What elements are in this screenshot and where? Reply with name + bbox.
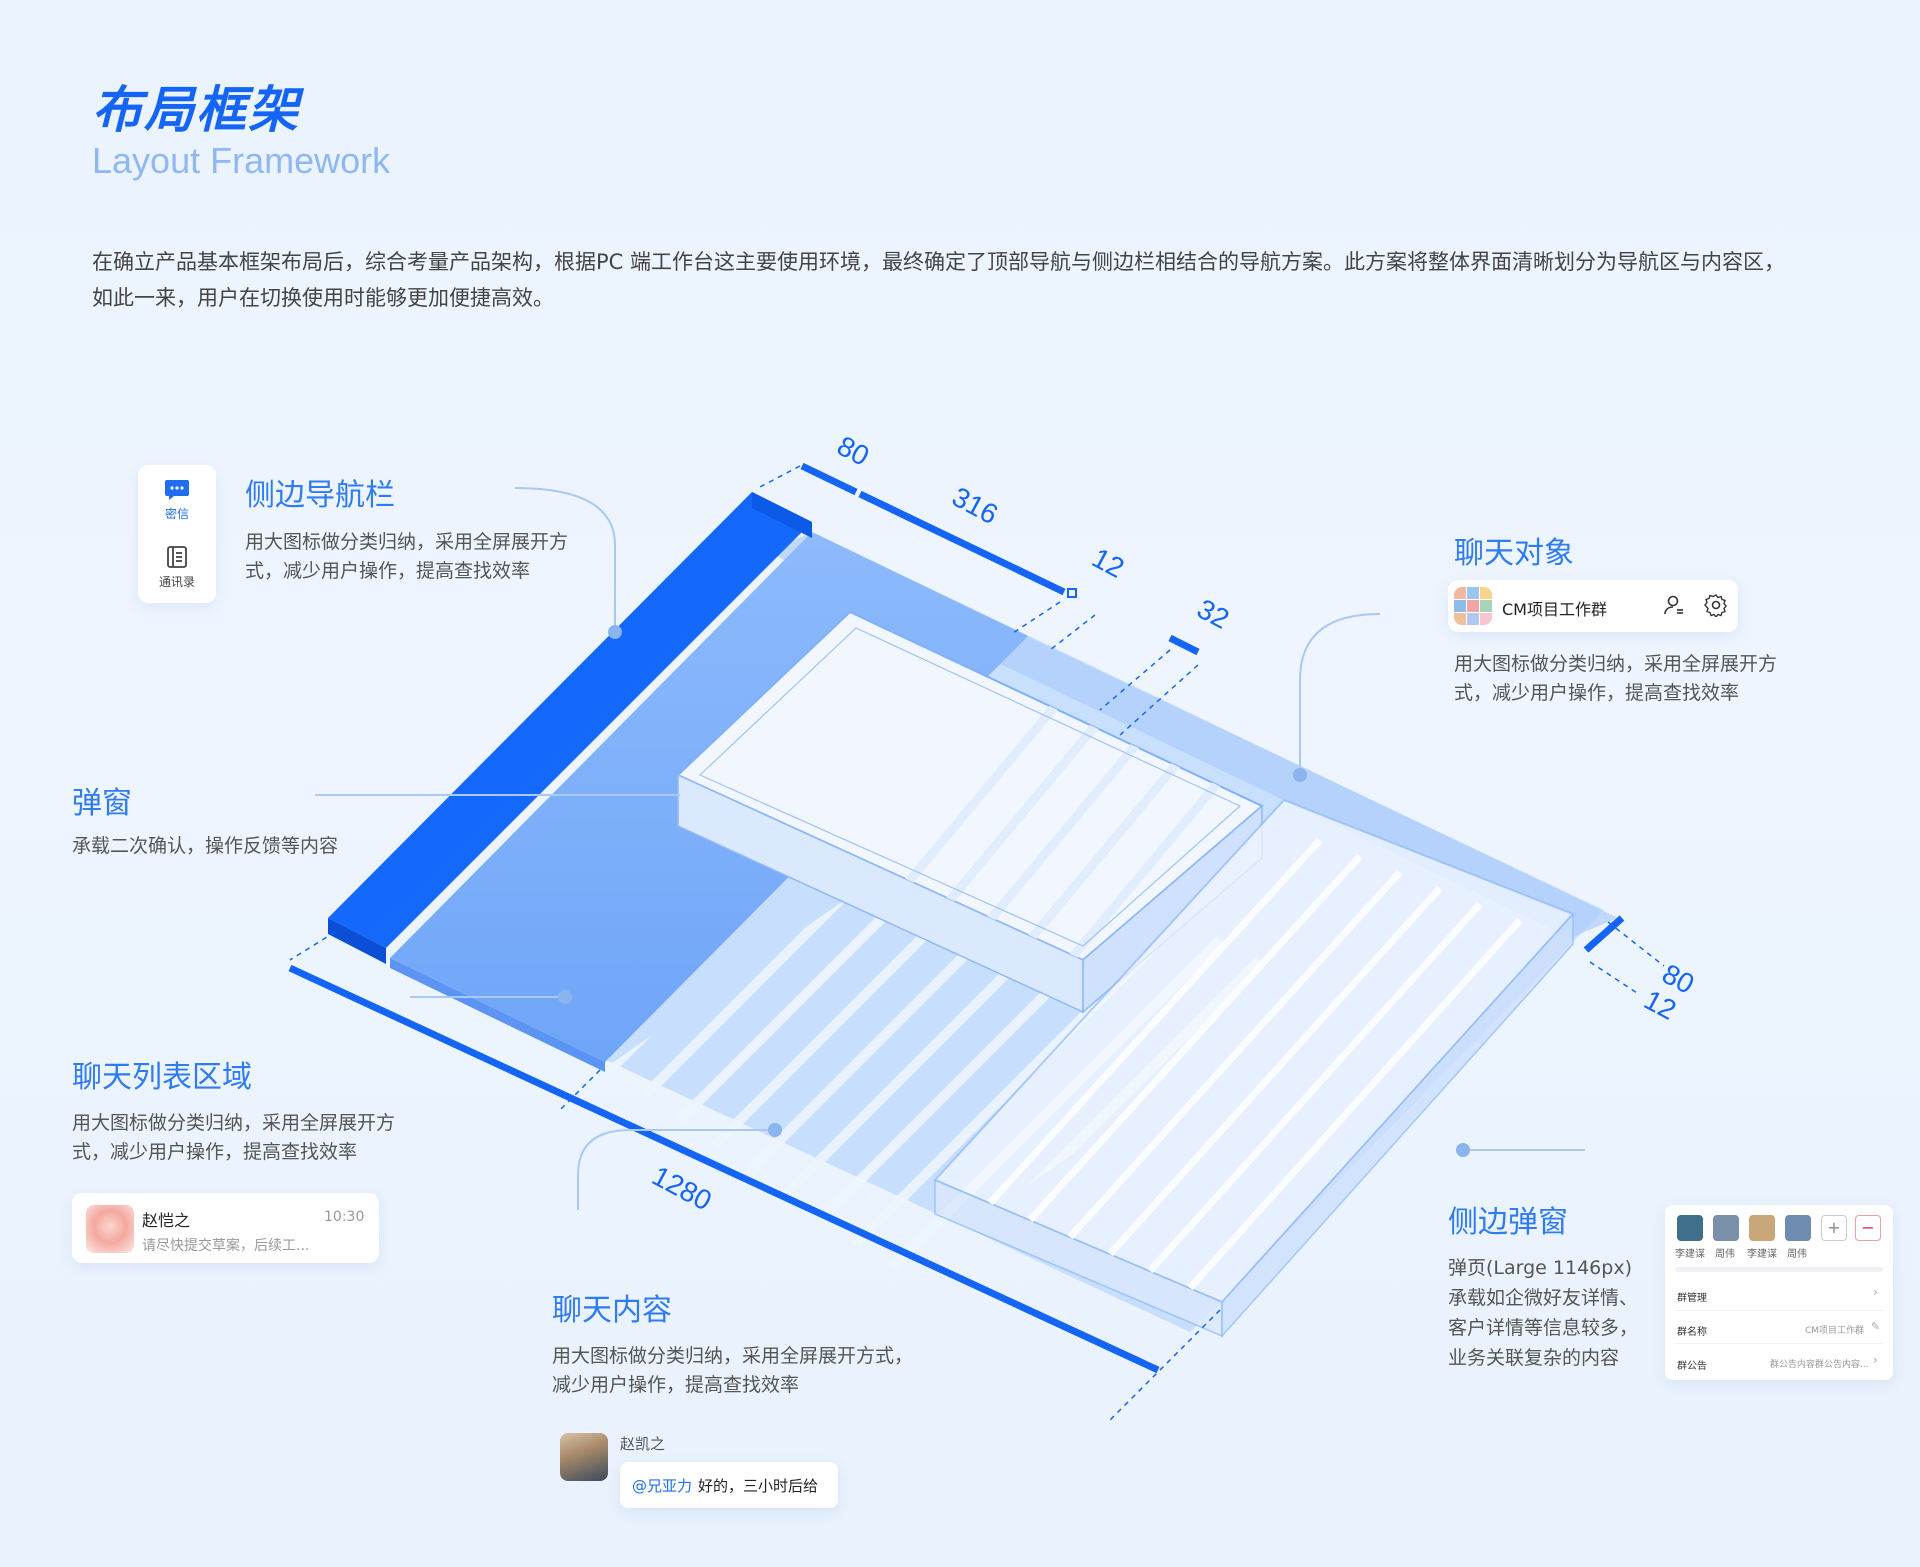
modal-desc: 承载二次确认，操作反馈等内容 (72, 832, 338, 861)
chattarget-desc-line1: 用大图标做分类归纳，采用全屏展开方 (1454, 650, 1777, 679)
row-label: 群管理 (1677, 1289, 1707, 1304)
group-name: CM项目工作群 (1502, 596, 1607, 620)
member-avatar (1749, 1215, 1775, 1241)
nav-item-messages[interactable]: 密信 (138, 479, 216, 522)
avatar (560, 1433, 608, 1481)
divider (1675, 1267, 1883, 1272)
contacts-book-icon (165, 545, 189, 569)
sidenav-title: 侧边导航栏 (245, 470, 395, 514)
chatcontent-desc-line1: 用大图标做分类归纳，采用全屏展开方式， (552, 1342, 913, 1371)
connector-chattarget (1300, 614, 1380, 775)
row-label: 群名称 (1677, 1323, 1707, 1338)
dim-label-12-top: 12 (1087, 542, 1129, 584)
nav-label-contacts: 通讯录 (159, 573, 195, 590)
dim-label-316: 316 (947, 481, 1003, 530)
message-bubble[interactable]: @兄亚力 好的，三小时后给 (620, 1462, 838, 1508)
chat-list-item-card[interactable]: 赵恺之 10:30 请尽快提交草案，后续工... (72, 1193, 379, 1263)
member-name: 李建谋 (1675, 1245, 1705, 1260)
row-value: 群公告内容群公告内容... (1770, 1357, 1869, 1370)
divider (1675, 1343, 1883, 1344)
edit-icon[interactable]: ✎ (1871, 1320, 1880, 1333)
chatlist-title: 聊天列表区域 (72, 1052, 252, 1096)
chat-item-time: 10:30 (324, 1209, 364, 1225)
dim-label-1280: 1280 (647, 1160, 717, 1217)
sidedrawer-desc-line3: 客户详情等信息较多， (1448, 1314, 1638, 1343)
avatar (86, 1205, 134, 1253)
member-avatar (1677, 1215, 1703, 1241)
sidedrawer-desc-line1: 弹页(Large 1146px) (1448, 1254, 1632, 1283)
dim-line-12-top (1068, 589, 1076, 597)
nav-label-messages: 密信 (165, 505, 189, 522)
chevron-right-icon[interactable]: › (1873, 1353, 1878, 1367)
chatlist-desc-line2: 式，减少用户操作，提高查找效率 (72, 1138, 357, 1167)
group-avatar (1454, 587, 1492, 625)
nav-item-contacts[interactable]: 通讯录 (138, 545, 216, 590)
chattarget-desc-line2: 式，减少用户操作，提高查找效率 (1454, 679, 1739, 708)
chevron-right-icon[interactable]: › (1873, 1285, 1878, 1299)
chattarget-title: 聊天对象 (1454, 528, 1574, 572)
gear-icon[interactable] (1704, 593, 1728, 617)
row-value: CM项目工作群 (1805, 1323, 1864, 1336)
sidedrawer-desc-line2: 承载如企微好友详情、 (1448, 1284, 1638, 1313)
chat-header-card: CM项目工作群 (1448, 580, 1738, 632)
sidenav-desc-line2: 式，减少用户操作，提高查找效率 (245, 557, 530, 586)
member-avatar (1713, 1215, 1739, 1241)
chatcontent-title: 聊天内容 (552, 1285, 672, 1329)
chatcontent-desc-line2: 减少用户操作，提高查找效率 (552, 1371, 799, 1400)
sidenav-preview-card: 密信 通讯录 (138, 465, 216, 603)
chat-item-preview: 请尽快提交草案，后续工... (142, 1235, 309, 1255)
row-label: 群公告 (1677, 1357, 1707, 1372)
divider (1675, 1310, 1883, 1311)
member-avatar (1785, 1215, 1811, 1241)
member-name: 周伟 (1787, 1245, 1807, 1260)
modal-title: 弹窗 (72, 778, 132, 822)
add-member-icon[interactable]: + (1821, 1215, 1847, 1241)
message-text: 好的，三小时后给 (698, 1475, 818, 1496)
dim-line-80-top (802, 466, 856, 492)
member-name: 周伟 (1715, 1245, 1735, 1260)
dim-label-80-top: 80 (832, 430, 874, 472)
sidedrawer-desc-line4: 业务关联复杂的内容 (1448, 1344, 1619, 1373)
chat-bubble-icon (164, 479, 190, 501)
message-mention[interactable]: @兄亚力 (632, 1475, 692, 1496)
chatlist-desc-line1: 用大图标做分类归纳，采用全屏展开方 (72, 1109, 395, 1138)
sidedrawer-title: 侧边弹窗 (1448, 1197, 1568, 1241)
sidenav-desc-line1: 用大图标做分类归纳，采用全屏展开方 (245, 528, 568, 557)
member-name: 李建谋 (1747, 1245, 1777, 1260)
chat-item-name: 赵恺之 (142, 1207, 190, 1231)
dim-label-32: 32 (1192, 593, 1234, 635)
member-icon[interactable] (1662, 593, 1686, 617)
message-sender: 赵凯之 (620, 1433, 665, 1454)
side-drawer-preview: 李建谋 周伟 李建谋 周伟 + − 群管理 › 群名称 CM项目工作群 ✎ 群公… (1665, 1205, 1893, 1380)
remove-member-icon[interactable]: − (1855, 1215, 1881, 1241)
dim-line-32 (1170, 638, 1198, 652)
